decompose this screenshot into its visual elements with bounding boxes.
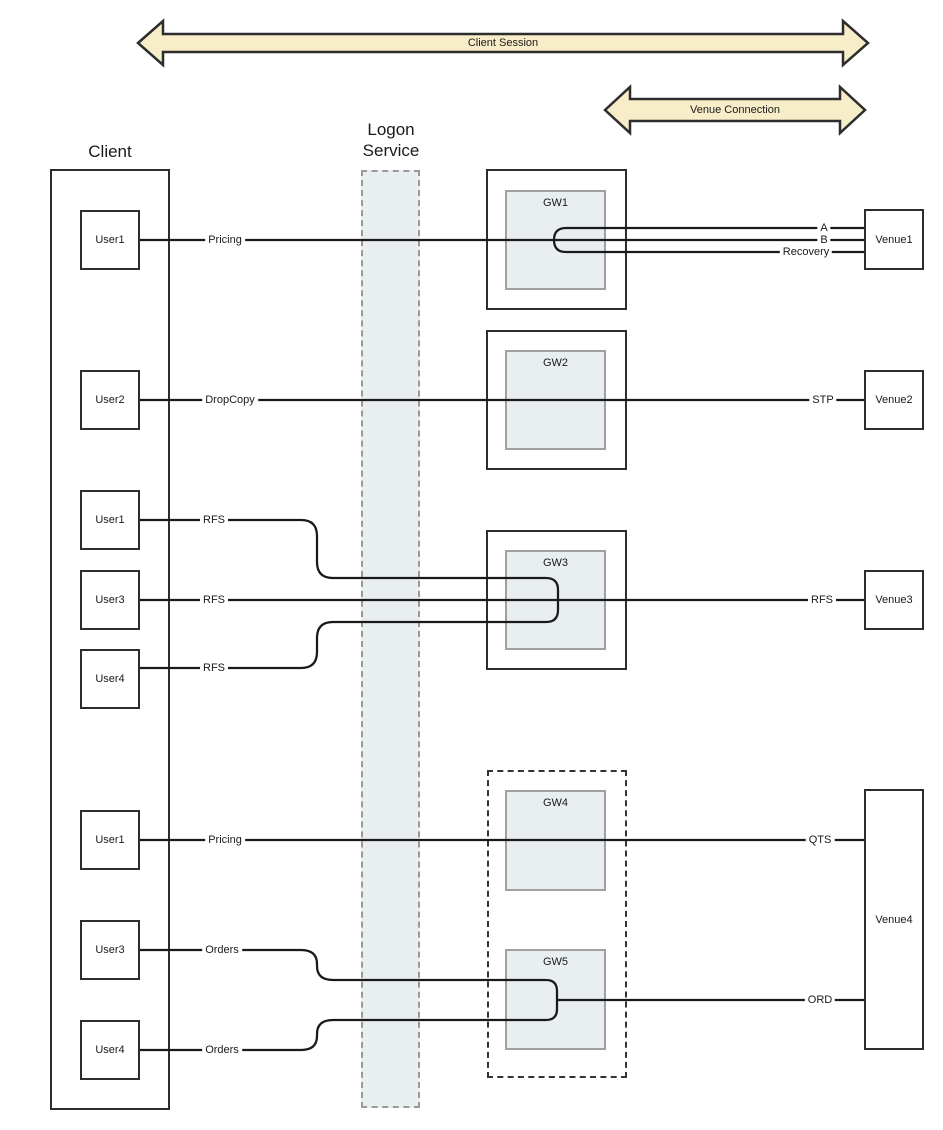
- venue-box: Venue1: [864, 209, 924, 270]
- client-session-arrow-label: Client Session: [467, 37, 539, 49]
- venue-label-qts: QTS: [805, 834, 835, 846]
- logon-service-title: Logon Service: [362, 120, 420, 160]
- user-box: User1: [80, 210, 140, 270]
- user-box: User1: [80, 490, 140, 550]
- venue-label-b: B: [817, 234, 831, 246]
- client-session-arrow: [136, 18, 870, 68]
- session-label-rfs: RFS: [200, 662, 228, 674]
- venue-label-rfs: RFS: [808, 594, 836, 606]
- venue-connection-arrow-label: Venue Connection: [690, 104, 780, 116]
- user-box: User2: [80, 370, 140, 430]
- client-container-box: [50, 169, 170, 1110]
- session-label-pricing: Pricing: [205, 234, 245, 246]
- user-box: User1: [80, 810, 140, 870]
- venue-box: Venue2: [864, 370, 924, 430]
- session-label-dropcopy: DropCopy: [202, 394, 258, 406]
- session-label-orders: Orders: [202, 944, 242, 956]
- client-column-title: Client: [88, 142, 132, 161]
- user-box: User4: [80, 649, 140, 709]
- venue-label-recovery: Recovery: [779, 246, 833, 258]
- session-label-orders: Orders: [202, 1044, 242, 1056]
- venue-label-ord: ORD: [804, 994, 836, 1006]
- venue-box: Venue3: [864, 570, 924, 630]
- session-label-rfs: RFS: [200, 594, 228, 606]
- user-box: User4: [80, 1020, 140, 1080]
- user-box: User3: [80, 920, 140, 980]
- user-box: User3: [80, 570, 140, 630]
- session-label-rfs: RFS: [200, 514, 228, 526]
- line-orders-user3-user4-merge: [140, 948, 559, 1052]
- logon-service-band: [361, 170, 420, 1108]
- gateway-group-dashed-box: [487, 770, 627, 1078]
- venue-connection-arrow: [603, 84, 867, 136]
- venue-label-a: A: [817, 222, 831, 234]
- session-label-pricing: Pricing: [205, 834, 245, 846]
- venue-box: Venue4: [864, 789, 924, 1050]
- line-gw1-a-recovery-bracket: [552, 226, 864, 254]
- venue-label-stp: STP: [809, 394, 837, 406]
